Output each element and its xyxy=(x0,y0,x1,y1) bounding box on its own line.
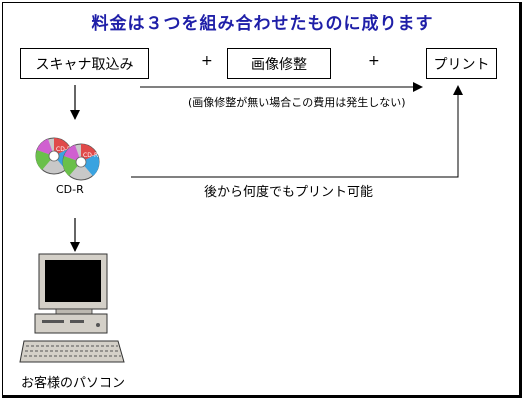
cd-discs-icon: CD-R CD-R xyxy=(35,137,100,181)
scan-box: スキャナ取込み xyxy=(20,48,149,79)
cd-disc-front-text: CD-R xyxy=(83,152,98,159)
print-box: プリント xyxy=(426,48,497,79)
plus-sign-2: + xyxy=(368,53,380,69)
image-edit-box: 画像修整 xyxy=(227,48,331,79)
computer-icon xyxy=(19,253,125,363)
cd-disc-back-text: CD-R xyxy=(56,146,71,153)
cd-r-label: CD-R xyxy=(56,183,84,196)
plus-sign-1: + xyxy=(201,53,213,69)
customer-pc-label: お客様のパソコン xyxy=(21,376,126,391)
reprint-note: 後から何度でもプリント可能 xyxy=(204,185,374,200)
diagram-title: 料金は３つを組み合わせたものに成ります xyxy=(91,14,434,34)
cd-disc-front: CD-R xyxy=(62,143,100,181)
edit-cost-note: (画像修整が無い場合この費用は発生しない) xyxy=(188,96,406,109)
image-edit-box-label: 画像修整 xyxy=(251,56,307,73)
scan-box-label: スキャナ取込み xyxy=(35,56,134,73)
print-box-label: プリント xyxy=(433,56,490,73)
arrow-cd-to-print xyxy=(131,85,463,178)
